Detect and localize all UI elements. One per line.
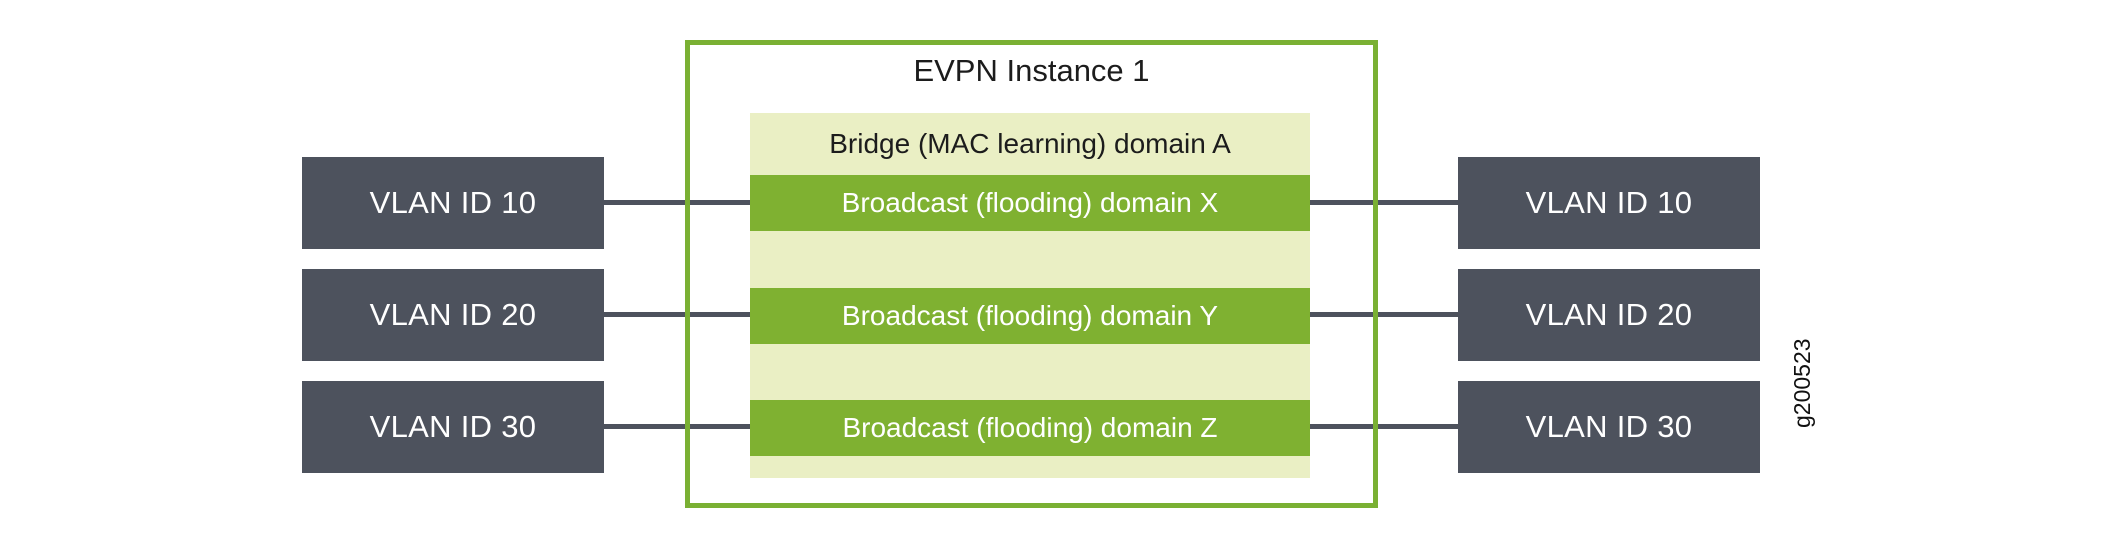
vlan-box-right-20: VLAN ID 20	[1458, 269, 1760, 361]
vlan-box-left-10: VLAN ID 10	[302, 157, 604, 249]
vlan-box-right-30: VLAN ID 30	[1458, 381, 1760, 473]
connector-line-left-vlan-10	[604, 200, 814, 205]
broadcast-flooding-domain-z: Broadcast (flooding) domain Z	[750, 400, 1310, 456]
broadcast-flooding-domain-y: Broadcast (flooding) domain Y	[750, 288, 1310, 344]
connector-line-right-vlan-10	[1286, 200, 1458, 205]
connector-line-left-vlan-20	[604, 312, 814, 317]
connector-line-left-vlan-30	[604, 424, 814, 429]
connector-line-right-vlan-20	[1286, 312, 1458, 317]
connector-line-right-vlan-30	[1286, 424, 1458, 429]
vlan-box-right-10: VLAN ID 10	[1458, 157, 1760, 249]
figure-id-label: g200523	[1789, 338, 1815, 428]
evpn-instance-title: EVPN Instance 1	[913, 53, 1150, 88]
broadcast-flooding-domain-x: Broadcast (flooding) domain X	[750, 175, 1310, 231]
vlan-box-left-30: VLAN ID 30	[302, 381, 604, 473]
evpn-instance-frame	[685, 40, 1378, 508]
vlan-box-left-20: VLAN ID 20	[302, 269, 604, 361]
bridge-domain-label: Bridge (MAC learning) domain A	[829, 128, 1231, 159]
